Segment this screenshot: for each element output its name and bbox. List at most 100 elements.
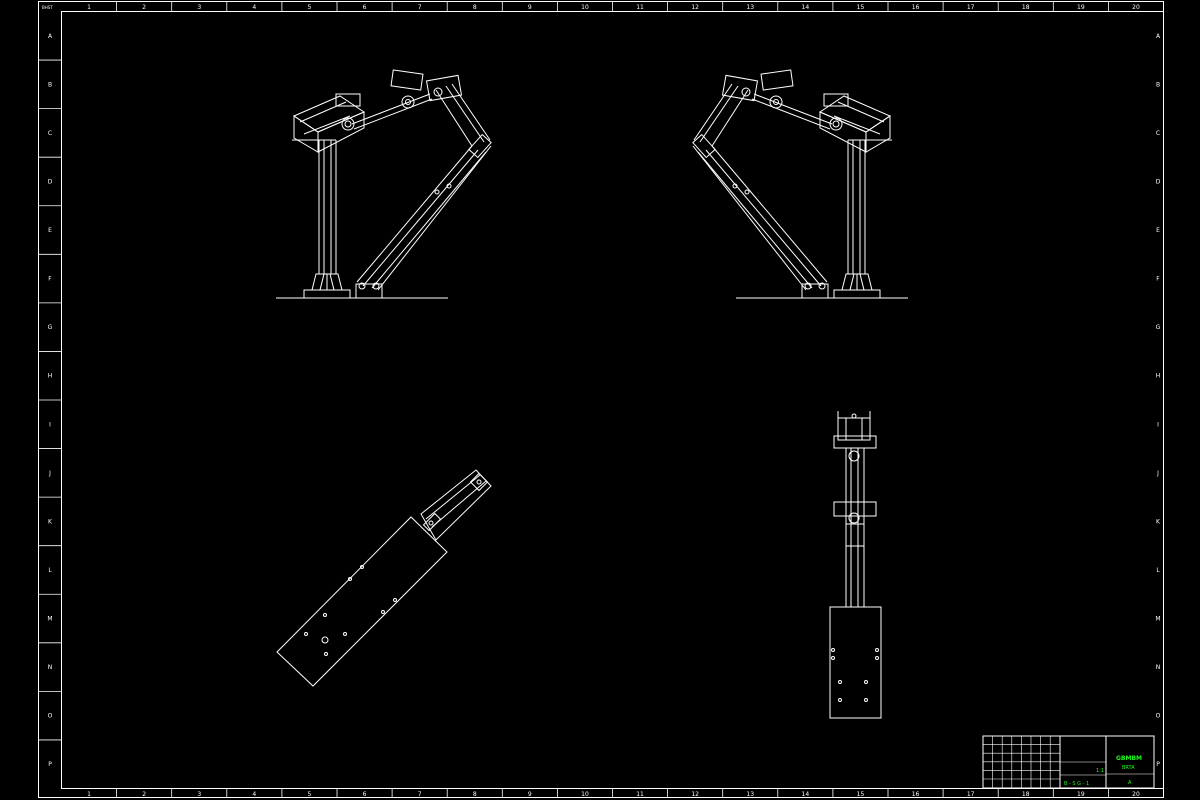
- zone-number: 16: [912, 791, 920, 798]
- title-block-sheet-code: B - S G - 1: [1064, 781, 1089, 787]
- zone-letter: P: [1156, 761, 1160, 768]
- zone-letter: N: [1156, 664, 1161, 671]
- strut-edge: [362, 149, 479, 287]
- zone-number: 15: [857, 4, 865, 11]
- plan-view: [276, 469, 492, 687]
- zone-letter: G: [48, 324, 53, 331]
- head-detail: [837, 101, 885, 123]
- zone-number: 19: [1077, 791, 1085, 798]
- end-hole: [831, 656, 835, 660]
- rod-joint-inner: [773, 99, 779, 105]
- plan-base-body: [276, 516, 448, 687]
- zone-letter: P: [48, 761, 52, 768]
- rod-joint-inner: [405, 99, 411, 105]
- strut-edge: [697, 151, 813, 289]
- zone-letter: K: [1156, 518, 1161, 525]
- zone-letter: L: [1156, 567, 1160, 574]
- strut-bolt: [434, 189, 440, 195]
- zone-letter: A: [48, 33, 53, 40]
- head-housing-front: [865, 115, 891, 153]
- zone-letter: M: [47, 616, 52, 623]
- zone-number: 8: [473, 4, 477, 11]
- zone-number: 3: [197, 791, 201, 798]
- zone-letter: O: [48, 713, 53, 720]
- head-housing-side: [317, 111, 365, 153]
- end-mid-shaft: [848, 512, 860, 524]
- zone-letter: E: [48, 227, 52, 234]
- zone-number: 6: [363, 791, 367, 798]
- end-lower-block: [845, 523, 865, 547]
- zone-letter: J: [1156, 470, 1159, 477]
- column-base-gusset: [311, 273, 343, 291]
- side-elevation-view: [692, 69, 908, 299]
- zone-letter: B: [48, 81, 52, 88]
- zone-letter: O: [1156, 713, 1161, 720]
- zone-number: 5: [308, 4, 312, 11]
- plan-arm-end: [469, 472, 489, 492]
- rod-joint: [401, 95, 415, 109]
- plan-arm-joint: [422, 512, 442, 532]
- end-top-shaft: [848, 450, 860, 462]
- strut-bolt: [446, 183, 452, 189]
- top-actuator-cap: [425, 74, 463, 102]
- head-top-block: [335, 93, 361, 107]
- plan-hole: [381, 610, 385, 614]
- zone-letter: C: [48, 130, 52, 137]
- gusset-line: [859, 273, 865, 291]
- zone-number: 2: [142, 791, 146, 798]
- strut-bolt: [732, 183, 738, 189]
- head-housing-side: [819, 111, 867, 153]
- front-elevation-view: [276, 69, 492, 299]
- gusset-line: [329, 273, 335, 291]
- zone-number: 3: [197, 4, 201, 11]
- pivot-pin: [818, 282, 826, 290]
- zone-letter: B: [1156, 81, 1160, 88]
- upper-arm-edge: [693, 83, 733, 141]
- pivot-bracket: [355, 283, 383, 299]
- title-block-mark: A: [1128, 780, 1132, 786]
- zone-number: 9: [528, 4, 532, 11]
- zone-number: 18: [1022, 791, 1030, 798]
- zone-number: 7: [418, 4, 422, 11]
- end-base-body: [829, 606, 882, 719]
- connecting-rod: [753, 93, 833, 125]
- zone-number: 1: [87, 791, 91, 798]
- top-actuator-block: [760, 69, 794, 91]
- plan-hole: [304, 632, 308, 636]
- plan-arm: [420, 469, 492, 541]
- zone-number: 1: [87, 4, 91, 11]
- pivot-pin: [358, 282, 366, 290]
- upper-arm-edge: [435, 89, 473, 147]
- zone-letter: F: [1156, 276, 1160, 283]
- plan-hole: [348, 577, 352, 581]
- end-top-pin: [851, 413, 857, 419]
- zone-number: 8: [473, 791, 477, 798]
- title-block-title: GBMBM: [1116, 755, 1142, 762]
- zone-number: 13: [746, 4, 754, 11]
- connecting-rod: [351, 93, 431, 125]
- gusset-line: [849, 273, 855, 291]
- zone-number: 18: [1022, 4, 1030, 11]
- connecting-rod: [353, 98, 433, 130]
- head-detail: [299, 101, 347, 123]
- zone-number: 14: [802, 791, 810, 798]
- head-shaft-inner: [344, 120, 352, 128]
- zone-number: 6: [363, 4, 367, 11]
- upper-arm-edge: [711, 89, 749, 147]
- zone-number: 5: [308, 791, 312, 798]
- zone-number: 20: [1132, 791, 1140, 798]
- zone-number: 2: [142, 4, 146, 11]
- zone-number: 4: [252, 4, 256, 11]
- zone-letter: E: [1156, 227, 1160, 234]
- gusset-line: [319, 273, 325, 291]
- plan-hole: [323, 613, 327, 617]
- connecting-rod: [751, 98, 831, 130]
- title-block-subtitle: BRTA: [1122, 765, 1135, 771]
- zone-number: 17: [967, 4, 975, 11]
- zone-number: 11: [636, 791, 644, 798]
- head-top-block: [823, 93, 849, 107]
- top-actuator-cap: [721, 74, 759, 102]
- strut-edge: [377, 145, 492, 291]
